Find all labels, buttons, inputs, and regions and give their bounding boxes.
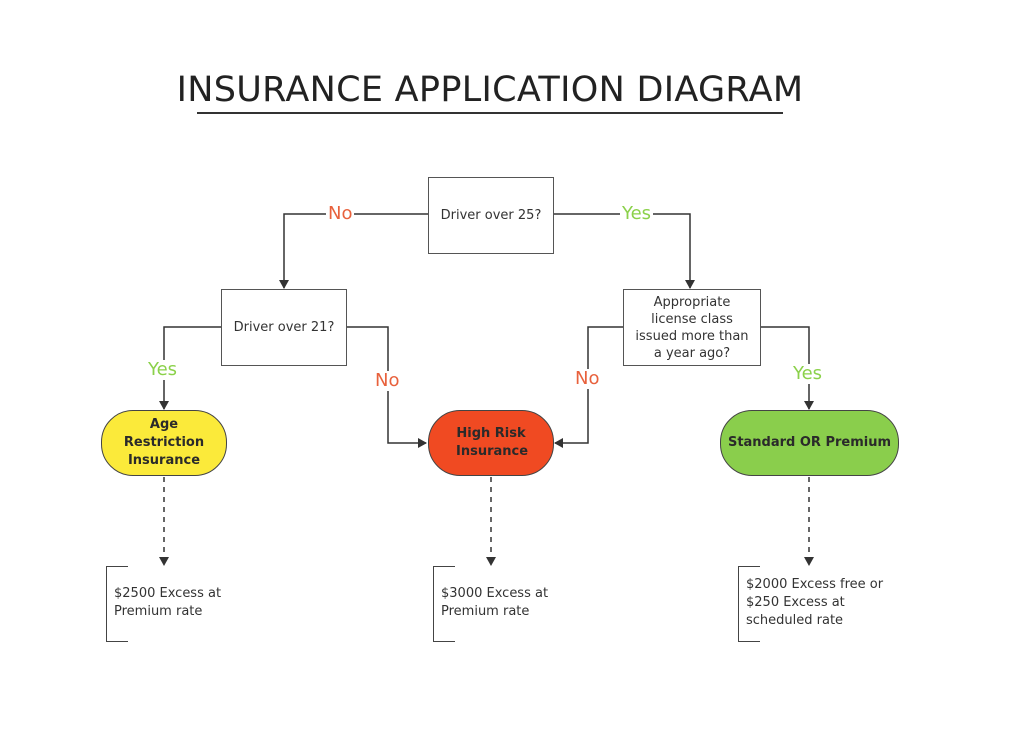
title-underline (197, 112, 783, 114)
outcome-age-restriction: Age Restriction Insurance (101, 410, 227, 476)
label-yes-top: Yes (620, 203, 654, 224)
label-no-left: No (373, 370, 402, 391)
decision-driver-over-21: Driver over 21? (221, 289, 347, 366)
edge-25-no (279, 213, 428, 289)
note-line: Premium rate (114, 604, 203, 619)
note-line: $250 Excess at (746, 595, 845, 610)
note-line: $3000 Excess at (441, 586, 549, 601)
outcome-standard-premium: Standard OR Premium (720, 410, 899, 476)
label-no-right: No (573, 368, 602, 389)
edge-25-yes (553, 213, 695, 289)
label-no-top: No (326, 203, 355, 224)
note-line: scheduled rate (746, 613, 844, 628)
note-high-risk: $3000 Excess at Premium rate (433, 566, 563, 642)
diagram-title: INSURANCE APPLICATION DIAGRAM (176, 70, 804, 110)
note-age-restriction: $2500 Excess at Premium rate (106, 566, 236, 642)
note-line: $2500 Excess at (114, 586, 222, 601)
decision-driver-over-25: Driver over 25? (428, 177, 554, 254)
note-line: Premium rate (441, 604, 530, 619)
outcome-high-risk: High Risk Insurance (428, 410, 554, 476)
label-yes-left: Yes (146, 359, 180, 380)
decision-license-class: Appropriate license class issued more th… (623, 289, 761, 366)
label-yes-right: Yes (791, 363, 825, 384)
note-line: $2000 Excess free or (746, 577, 884, 592)
edge-21-yes (159, 326, 221, 410)
note-standard: $2000 Excess free or $250 Excess at sche… (738, 566, 898, 642)
